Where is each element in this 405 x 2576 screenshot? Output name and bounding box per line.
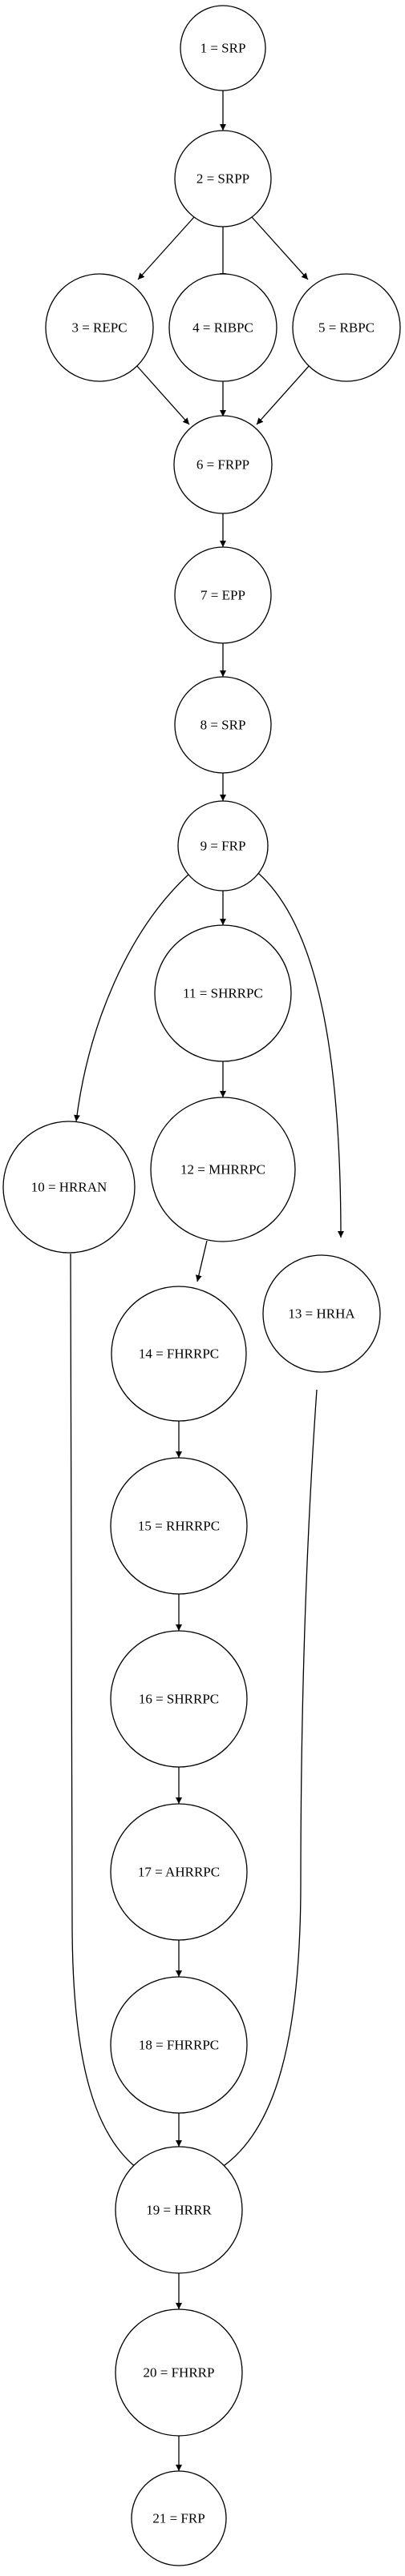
svg-text:5 = RBPC: 5 = RBPC xyxy=(318,320,375,336)
edge-13-19 xyxy=(216,1389,318,2171)
svg-text:21 = FRP: 21 = FRP xyxy=(152,2511,205,2526)
node-1: 1 = SRP xyxy=(180,5,266,91)
node-6: 6 = FRPP xyxy=(173,415,273,514)
node-13: 13 = HRHA xyxy=(262,1254,381,1373)
svg-text:3 = REPC: 3 = REPC xyxy=(71,320,127,336)
node-15: 15 = RHRRPC xyxy=(110,1457,248,1595)
node-19: 19 = HRRR xyxy=(115,2146,243,2274)
nodes: 1 = SRP 2 = SRPP 3 = REPC 4 = RIBPC 5 = … xyxy=(2,5,401,2566)
svg-text:11 = SHRRPC: 11 = SHRRPC xyxy=(183,986,263,1001)
svg-text:20 = FHRRP: 20 = FHRRP xyxy=(144,2365,215,2381)
svg-text:10 = HRRAN: 10 = HRRAN xyxy=(31,1180,107,1195)
node-7: 7 = EPP xyxy=(174,546,272,644)
node-12: 12 = MHRRPC xyxy=(150,1097,296,1242)
svg-text:17 = AHRRPC: 17 = AHRRPC xyxy=(138,1865,220,1880)
node-21: 21 = FRP xyxy=(131,2470,227,2566)
node-11: 11 = SHRRPC xyxy=(154,924,292,1062)
node-10: 10 = HRRAN xyxy=(2,1121,136,1254)
svg-text:9 = FRP: 9 = FRP xyxy=(200,839,246,854)
svg-text:15 = RHRRPC: 15 = RHRRPC xyxy=(138,1519,220,1534)
svg-text:13 = HRHA: 13 = HRHA xyxy=(288,1306,355,1322)
node-14: 14 = FHRRPC xyxy=(111,1286,247,1422)
node-5: 5 = RBPC xyxy=(292,273,401,382)
node-20: 20 = FHRRP xyxy=(115,2308,243,2437)
node-8: 8 = SRP xyxy=(174,676,272,774)
svg-text:6 = FRPP: 6 = FRPP xyxy=(196,457,249,473)
svg-text:2 = SRPP: 2 = SRPP xyxy=(196,171,249,187)
node-3: 3 = REPC xyxy=(45,273,154,382)
svg-text:16 = SHRRPC: 16 = SHRRPC xyxy=(139,1692,219,1707)
svg-text:1 = SRP: 1 = SRP xyxy=(200,41,246,56)
node-4: 4 = RIBPC xyxy=(168,273,277,382)
edge-12-14 xyxy=(195,1240,208,1282)
node-9: 9 = FRP xyxy=(177,800,269,892)
edge-5-6 xyxy=(256,364,310,425)
svg-text:4 = RIBPC: 4 = RIBPC xyxy=(192,320,253,336)
svg-text:8 = SRP: 8 = SRP xyxy=(200,718,246,733)
svg-text:18 = FHRRPC: 18 = FHRRPC xyxy=(139,2038,219,2053)
edge-2-3 xyxy=(137,216,195,280)
svg-text:14 = FHRRPC: 14 = FHRRPC xyxy=(139,1346,219,1362)
node-2: 2 = SRPP xyxy=(174,130,272,227)
svg-text:12 = MHRRPC: 12 = MHRRPC xyxy=(180,1162,265,1177)
svg-text:19 = HRRR: 19 = HRRR xyxy=(146,2203,212,2218)
edge-2-5 xyxy=(251,216,309,280)
edge-3-6 xyxy=(136,364,190,425)
node-16: 16 = SHRRPC xyxy=(110,1630,248,1768)
edge-9-10 xyxy=(74,872,191,1122)
edge-9-13 xyxy=(257,872,344,1238)
svg-text:7 = EPP: 7 = EPP xyxy=(200,588,245,603)
node-17: 17 = AHRRPC xyxy=(110,1803,248,1941)
node-18: 18 = FHRRPC xyxy=(110,1976,248,2114)
